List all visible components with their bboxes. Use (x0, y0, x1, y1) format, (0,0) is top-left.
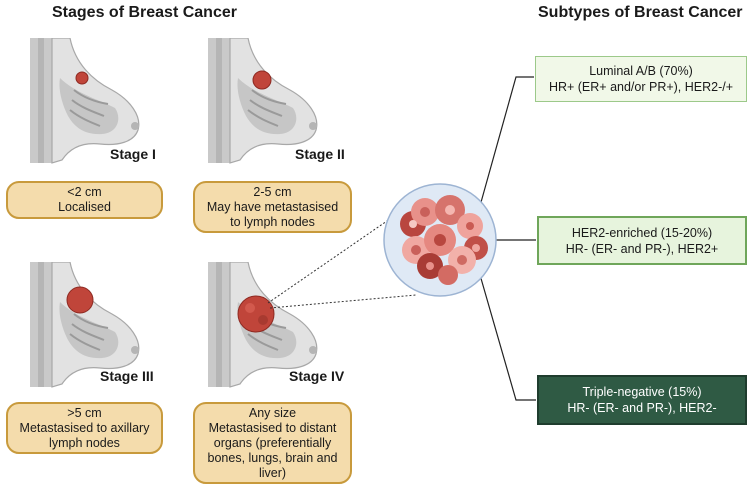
stage-4-description: Any size Metastasised to distant organs … (193, 402, 352, 484)
subtype-triple-name: Triple-negative (15%) (582, 385, 702, 399)
subtypes-title: Subtypes of Breast Cancer (538, 4, 743, 21)
subtype-luminal-markers: HR+ (ER+ and/or PR+), HER2-/+ (548, 80, 734, 94)
breast-illustration-stage-2 (208, 38, 318, 164)
subtype-luminal: Luminal A/B (70%) HR+ (ER+ and/or PR+), … (535, 56, 747, 102)
stage-3-description: >5 cm Metastasised to axillary lymph nod… (6, 402, 163, 454)
breast-illustration-stage-1 (30, 38, 140, 164)
stage-2-description: 2-5 cm May have metastasised to lymph no… (193, 181, 352, 233)
tumor-cell-cluster-icon (383, 183, 497, 297)
stages-title: Stages of Breast Cancer (52, 4, 237, 21)
stage-2-label: Stage II (295, 146, 345, 162)
tumor-stage-3 (66, 286, 94, 314)
stage-1-description: <2 cm Localised (6, 181, 163, 219)
breast-illustration-stage-3 (30, 262, 140, 388)
line-to-triple (477, 267, 536, 401)
subtype-her2-name: HER2-enriched (15-20%) (571, 225, 713, 240)
subtype-triple-markers: HR- (ER- and PR-), HER2- (567, 401, 717, 415)
subtype-her2: HER2-enriched (15-20%) HR- (ER- and PR-)… (537, 216, 747, 265)
subtype-luminal-name: Luminal A/B (70%) (589, 64, 693, 78)
dotted-line-lower (269, 294, 417, 309)
subtype-triple-negative: Triple-negative (15%) HR- (ER- and PR-),… (537, 375, 747, 425)
line-to-luminal (477, 76, 534, 214)
breast-illustration-stage-4 (208, 262, 318, 388)
stage-4-label: Stage IV (289, 368, 345, 384)
stage-1-label: Stage I (110, 146, 156, 162)
tumor-stage-1 (75, 71, 89, 85)
subtype-her2-markers: HR- (ER- and PR-), HER2+ (565, 241, 719, 256)
stage-3-label: Stage III (100, 368, 154, 384)
tumor-stage-2 (252, 70, 272, 90)
dotted-line-upper (267, 211, 401, 304)
